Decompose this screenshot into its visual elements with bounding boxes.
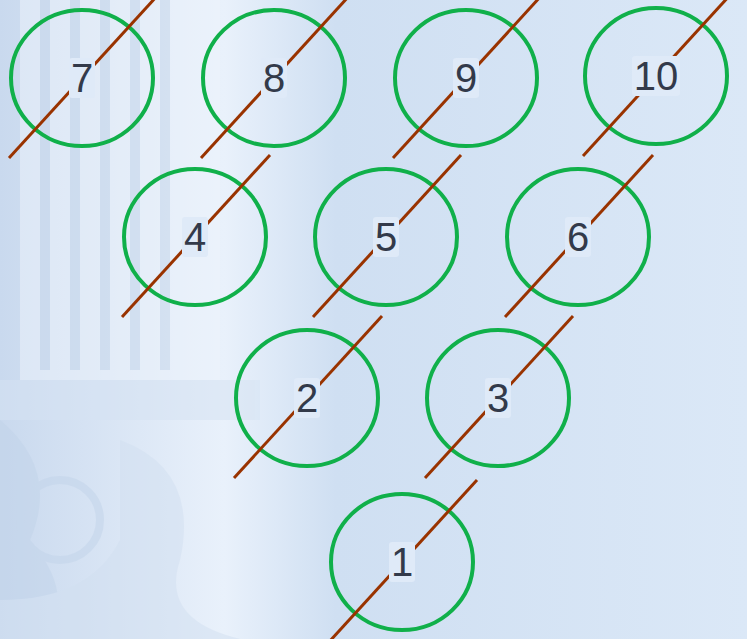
crossed-circle: 10 [583, 6, 729, 146]
strike-line [201, 0, 349, 158]
crossed-circle: 4 [122, 167, 268, 307]
strike-line [583, 0, 731, 156]
circle-number: 3 [485, 378, 511, 418]
circle-ring [507, 169, 649, 305]
crossed-circle: 5 [313, 167, 459, 307]
circle-ring [395, 10, 537, 146]
crossed-circle: 1 [329, 492, 475, 632]
strike-line [9, 0, 157, 158]
column-ornament [0, 440, 240, 639]
strike-line [234, 316, 382, 478]
column-illustration [0, 0, 260, 639]
strike-line [505, 155, 653, 317]
strike-line [393, 0, 541, 158]
crossed-circle: 3 [425, 328, 571, 468]
column-flute [70, 0, 80, 370]
circle-number: 2 [294, 378, 320, 418]
crossed-circle: 8 [201, 8, 347, 148]
column-volute [20, 480, 100, 560]
column-flute [40, 0, 50, 370]
strike-line [122, 155, 270, 317]
crossed-circle: 7 [9, 8, 155, 148]
circle-ring [315, 169, 457, 305]
circle-number: 4 [182, 217, 208, 257]
column-shaft [20, 0, 220, 380]
circle-ring [236, 330, 378, 466]
circle-number: 7 [69, 58, 95, 98]
circle-number: 5 [373, 217, 399, 257]
circle-ring [124, 169, 266, 305]
crossed-circle: 2 [234, 328, 380, 468]
strike-line [313, 155, 461, 317]
crossed-circle: 9 [393, 8, 539, 148]
column-capital [0, 380, 260, 420]
circle-ring [331, 494, 473, 630]
circle-ring [427, 330, 569, 466]
circle-number: 6 [565, 217, 591, 257]
circle-number: 1 [389, 542, 415, 582]
strike-line [329, 480, 477, 639]
circle-ring [11, 10, 153, 146]
circle-number: 8 [261, 58, 287, 98]
column-flute [130, 0, 140, 370]
column-flute [160, 0, 170, 370]
crossed-circle: 6 [505, 167, 651, 307]
circle-number: 9 [453, 58, 479, 98]
circle-ring [203, 10, 345, 146]
circle-ring [585, 8, 727, 144]
circle-number: 10 [632, 56, 681, 96]
strike-line [425, 316, 573, 478]
